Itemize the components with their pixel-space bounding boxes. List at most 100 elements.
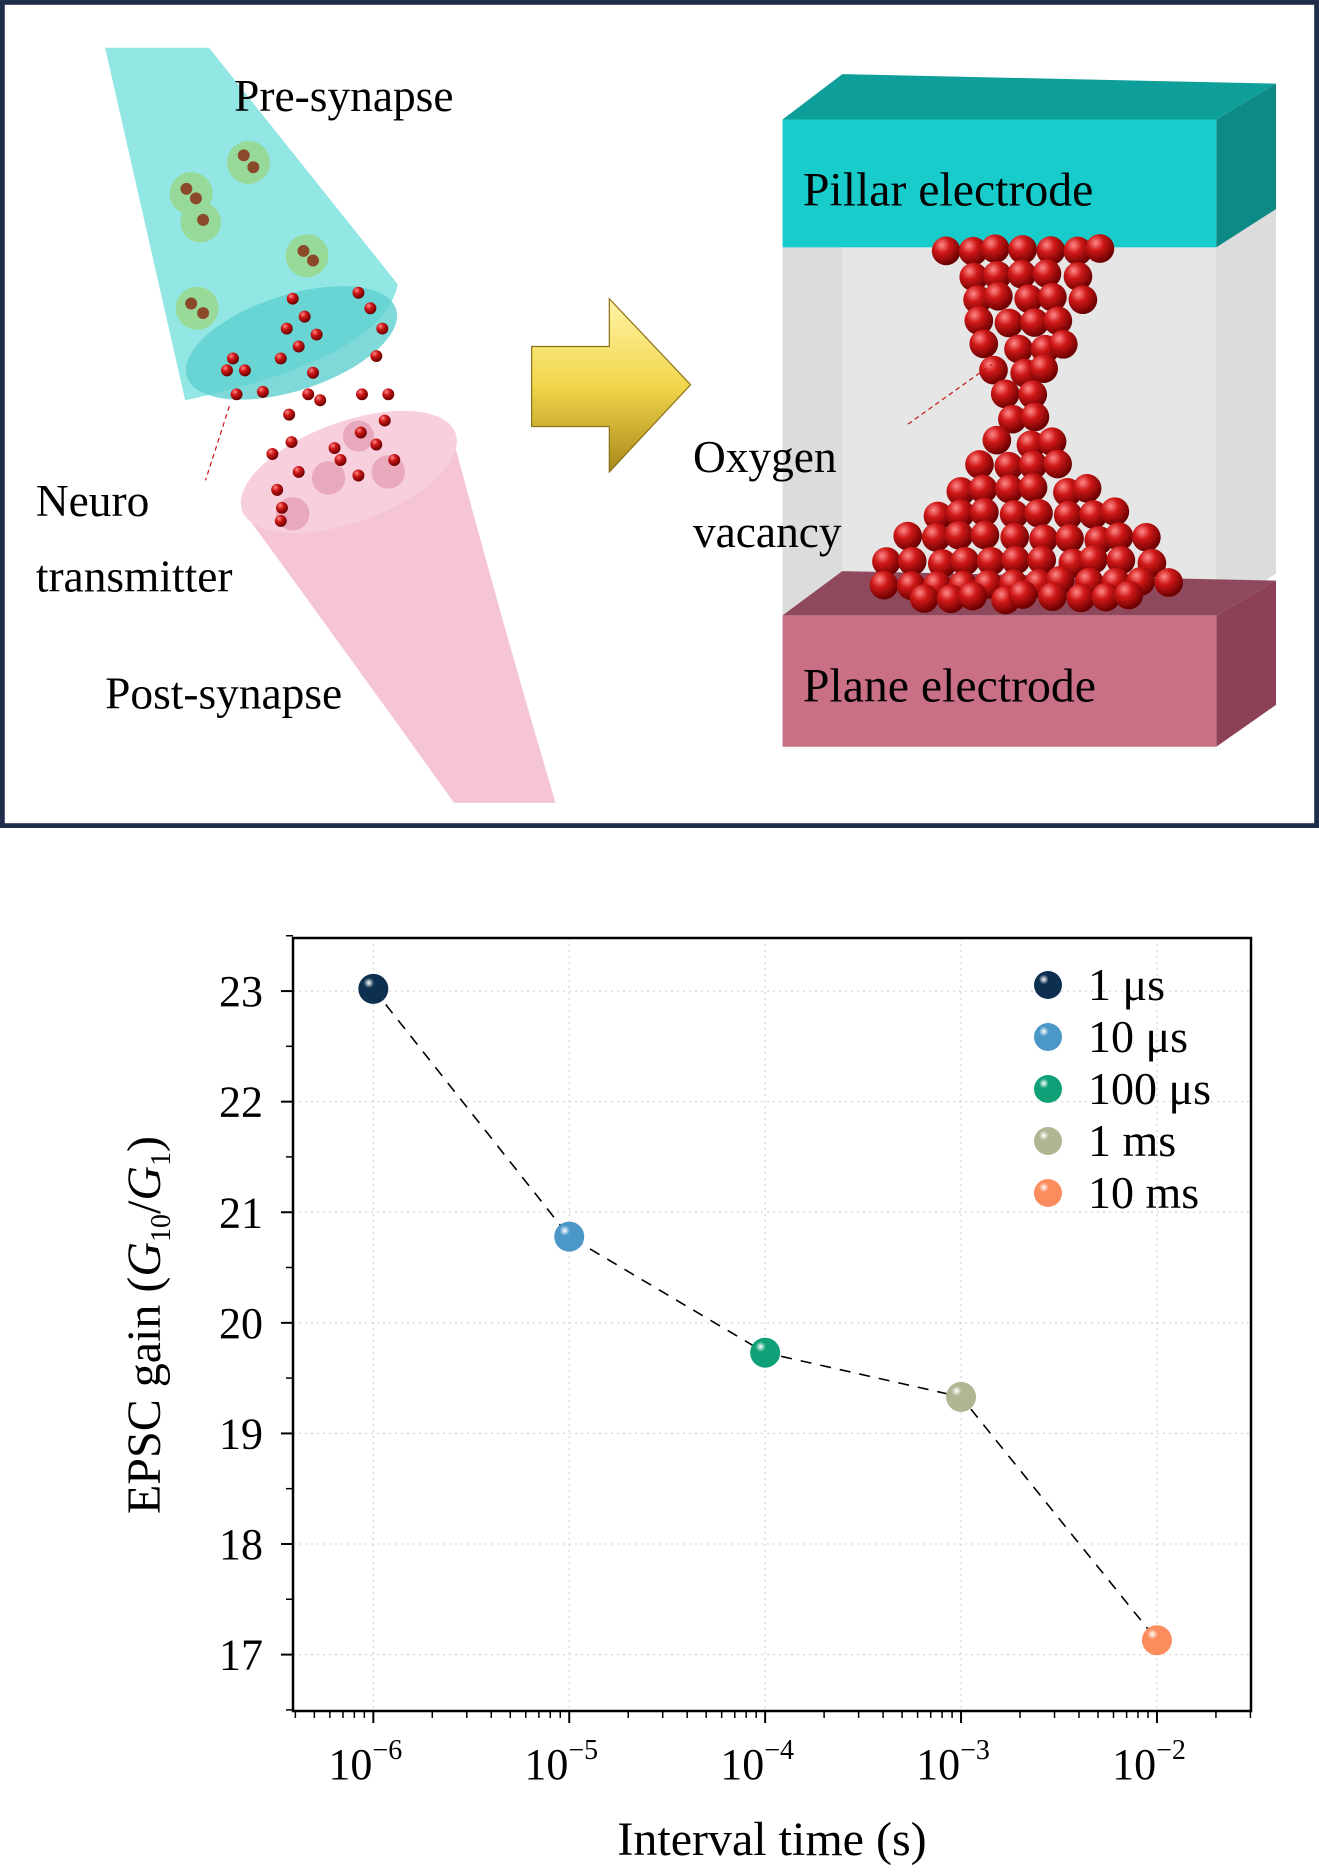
plot-frame: [291, 936, 1253, 1713]
neurotransmitter-spheres: [221, 286, 401, 527]
vacancy-sphere: [994, 474, 1024, 504]
vacancy-sphere: [1048, 329, 1078, 359]
vacancy-sphere: [1008, 235, 1037, 264]
vacancy-sphere: [1132, 522, 1161, 552]
vacancy-sphere: [1020, 402, 1050, 432]
vacancy-sphere: [1078, 545, 1108, 574]
data-point: [554, 1221, 585, 1252]
vacancy-sphere: [1029, 524, 1058, 554]
vacancy-sphere: [1068, 285, 1098, 315]
plane-electrode-label: Plane electrode: [803, 659, 1096, 712]
vacancy-sphere: [1106, 545, 1136, 575]
y-tick-label: 20: [219, 1299, 263, 1348]
x-tick-label: 10−6: [328, 1735, 402, 1789]
pillar-electrode-label: Pillar electrode: [803, 164, 1093, 217]
vacancy-sphere: [1043, 449, 1072, 479]
vacancy-sphere: [968, 474, 998, 504]
vacancy-sphere: [1079, 500, 1108, 529]
y-tick-label: 21: [219, 1188, 263, 1237]
y-tick-label: 17: [219, 1631, 263, 1680]
legend-marker: [1034, 1075, 1062, 1103]
vacancy-sphere: [1018, 380, 1048, 409]
vacancy-sphere: [1018, 473, 1048, 502]
data-point: [358, 973, 389, 1004]
legend-marker: [1034, 1023, 1062, 1051]
vacancy-sphere: [976, 546, 1006, 576]
vacancy-sphere: [1055, 524, 1084, 553]
data-point: [750, 1337, 781, 1368]
x-tick-label: 10−3: [916, 1735, 990, 1789]
vacancy-sphere: [1085, 234, 1115, 263]
post-synapse-label: Post-synapse: [105, 669, 342, 719]
vacancy-sphere: [1020, 308, 1049, 337]
vacancy-sphere: [950, 546, 980, 576]
vacancy-sphere: [1008, 580, 1038, 609]
data-point: [946, 1381, 977, 1412]
vacancy-sphere: [897, 546, 927, 576]
vacancy-sphere: [1072, 474, 1102, 503]
legend-label: 100 μs: [1088, 1063, 1211, 1114]
vacancy-sphere: [1043, 306, 1073, 336]
vacancy-sphere: [921, 523, 951, 552]
vacancy-sphere: [964, 306, 994, 335]
legend-marker: [1034, 1127, 1062, 1155]
vacancy-sphere: [1007, 259, 1037, 289]
vacancy-sphere: [999, 500, 1029, 529]
legend-label: 10 μs: [1088, 1011, 1188, 1062]
vacancy-sphere: [979, 355, 1008, 385]
vacancy-sphere: [970, 497, 999, 527]
y-tick-label: 23: [219, 967, 263, 1016]
grid: [293, 938, 1251, 1711]
vacancy-sphere: [946, 477, 976, 506]
vacancy-sphere: [998, 404, 1027, 434]
data-point: [1141, 1625, 1172, 1656]
post-synapse-cone: [240, 410, 556, 803]
vacancy-sphere: [1014, 284, 1043, 314]
pre-synapse-label: Pre-synapse: [234, 71, 453, 121]
vacancy-sphere: [1032, 259, 1062, 288]
legend-marker: [1034, 1179, 1062, 1207]
vacancy-sphere: [965, 450, 994, 479]
vacancy-sphere: [958, 236, 988, 266]
vacancy-sphere: [1027, 545, 1057, 575]
x-tick-label: 10−4: [720, 1735, 794, 1789]
legend-label: 1 ms: [1088, 1115, 1176, 1166]
vacancy-sphere: [994, 451, 1024, 481]
y-tick-label: 18: [219, 1520, 263, 1569]
vacancy-sphere: [923, 501, 953, 531]
vacancy-sphere: [1104, 522, 1134, 551]
pillar-electrode: [782, 119, 1217, 248]
vacancy-sphere: [959, 262, 989, 292]
oxygen-vacancy-filament: [869, 234, 1183, 615]
neuro-label-line2: transmitter: [36, 551, 233, 601]
neuro-pointer-line: [204, 406, 230, 481]
oxygen-pointer-line: [907, 363, 992, 425]
y-axis-label: EPSC gain (G10/G1): [118, 1136, 177, 1514]
legend-label: 10 ms: [1088, 1167, 1199, 1218]
vacancy-sphere: [984, 281, 1013, 311]
vacancy-sphere: [1024, 498, 1053, 528]
vacancy-sphere: [980, 234, 1010, 264]
vacancy-sphere: [1001, 545, 1031, 575]
oxygen-label-line1: Oxygen: [693, 432, 837, 482]
vacancy-sphere: [990, 379, 1020, 409]
y-tick-label: 22: [219, 1078, 263, 1127]
vacancy-sphere: [982, 425, 1012, 455]
vacancy-sphere: [1100, 497, 1130, 527]
vacancy-sphere: [945, 499, 975, 528]
x-axis-label: Interval time (s): [617, 1813, 926, 1866]
vacancy-sphere: [1053, 500, 1083, 530]
vacancy-sphere: [1029, 354, 1058, 383]
vacancy-sphere: [1038, 282, 1067, 312]
vacancy-sphere: [1066, 583, 1096, 613]
vacancy-sphere: [944, 520, 974, 550]
vacancy-sphere: [1038, 582, 1067, 611]
vacancy-sphere: [1018, 450, 1048, 480]
vacancy-sphere: [982, 260, 1012, 290]
legend-label: 1 μs: [1088, 959, 1165, 1010]
vacancy-sphere: [931, 236, 961, 266]
vacancy-sphere: [1063, 236, 1093, 266]
y-tick-label: 19: [219, 1409, 263, 1458]
legend-marker: [1034, 971, 1062, 999]
